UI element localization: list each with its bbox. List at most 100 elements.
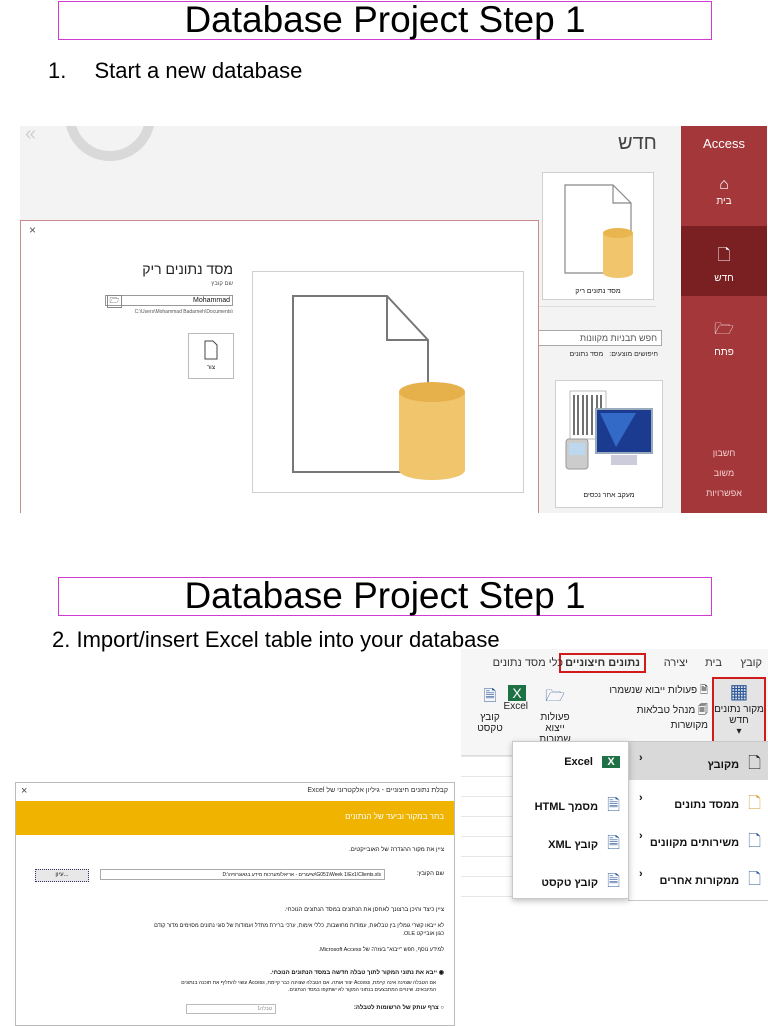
saved-exports-label: פעולות ייצוא שמורות — [539, 712, 571, 745]
submenu-html[interactable]: 🗎 מסמך HTML — [535, 794, 620, 821]
wizard-close-button[interactable]: × — [21, 785, 28, 797]
tab-home[interactable]: בית — [705, 657, 722, 669]
file-name-label: שם קובץ — [211, 281, 233, 287]
file-path: C:\Users\Mohammad Badarneh\Documents\ — [134, 309, 233, 315]
new-data-source-label: מקור נתונים חדש — [714, 704, 764, 726]
slide2-step: 2. Import/insert Excel table into your d… — [52, 627, 500, 652]
saved-imports-icon: 🗎 — [699, 685, 708, 696]
tab-database-tools[interactable]: כלי מסד נתונים — [492, 657, 563, 669]
nav-home[interactable]: ⌂ בית — [681, 176, 767, 207]
blank-database-dialog: × מסד נתונים ריק שם קובץ Mohammad 🗁 C:\U… — [20, 220, 539, 513]
export-text-label: קובץ טקסט — [477, 712, 503, 734]
dialog-title: מסד נתונים ריק — [142, 261, 233, 277]
blank-database-tile[interactable]: מסד נתונים ריק — [542, 172, 654, 300]
slide1-step: 1. Start a new database — [48, 58, 303, 83]
menu-item-from-file[interactable]: 🗋 מקובץ ‹ — [637, 752, 761, 779]
table-add-icon: ▦ — [729, 681, 749, 703]
export-text-button[interactable]: 🗎 קובץ טקסט — [476, 685, 504, 734]
new-file-icon: 🗋 — [717, 247, 731, 264]
folder-icon: 🗁 — [109, 296, 120, 305]
divider — [538, 306, 656, 307]
create-button[interactable]: צור — [188, 333, 234, 379]
wizard-browse-button[interactable]: עיון... — [35, 869, 89, 882]
submenu-excel[interactable]: X Excel — [564, 756, 620, 768]
menu-item-online-services-label: משירותים מקוונים — [649, 837, 740, 849]
linked-table-manager-label: מנהל טבלאות מקושרות — [636, 705, 708, 731]
wizard-header-band: בחר במקור וביעד של הנתונים — [16, 801, 454, 835]
export-excel-label: Excel — [503, 701, 528, 712]
wizard-option1-desc-1: אם הטבלה שצוינה אינה קיימת, Access יצור … — [181, 980, 436, 986]
submenu-text-file-label: קובץ טקסט — [541, 877, 599, 889]
chevron-down-icon: ▾ — [736, 726, 742, 737]
export-excel-button[interactable]: X Excel — [503, 685, 528, 712]
folder-open-icon: 🗁 — [714, 321, 734, 338]
nav-account[interactable]: חשבון — [712, 448, 736, 458]
template-search-input[interactable]: חפש תבניות מקוונות — [536, 330, 662, 346]
chevron-left-icon: ‹ — [639, 830, 643, 842]
slide2-title: Database Project Step 1 — [58, 577, 712, 616]
nav-open[interactable]: 🗁 פתח — [681, 318, 767, 358]
asset-tracking-image — [565, 390, 653, 470]
export-icon: 🗁 — [545, 688, 565, 705]
dialog-close-button[interactable]: × — [29, 223, 37, 237]
linked-table-icon: 🗐 — [698, 705, 708, 716]
menu-item-other-sources[interactable]: 🗋 ממקורות אחרים ‹ — [637, 868, 761, 895]
wizard-append-table-select[interactable]: טבלה1 — [186, 1004, 276, 1014]
file-name-input[interactable]: Mohammad — [105, 295, 233, 306]
wizard-specify-where: ציין כיצד והיכן ברצונך לאחסן את הנתונים … — [284, 907, 444, 913]
tab-file[interactable]: קובץ — [740, 657, 762, 669]
create-label: צור — [206, 365, 216, 371]
other-source-icon: 🗋 — [748, 871, 761, 888]
submenu-xml[interactable]: 🗎 קובץ XML — [548, 832, 620, 859]
chevron-left-icon: ‹ — [639, 792, 643, 804]
database-icon: 🗋 — [748, 795, 761, 812]
wizard-option-append[interactable]: ○ צרף עותק של הרשומות לטבלה: — [354, 1005, 444, 1011]
submenu-excel-label: Excel — [564, 756, 593, 768]
nav-open-label: פתח — [714, 347, 734, 358]
menu-highlight — [629, 742, 768, 780]
wizard-option-new-table-label: ייבא את נתוני המקור לתוך טבלה חדשה במסד … — [270, 970, 438, 976]
access-backstage-screenshot: « Access ⌂ בית 🗋 חדש 🗁 פתח חשבון משוב אפ… — [20, 126, 767, 513]
menu-item-other-sources-label: ממקורות אחרים — [659, 875, 740, 887]
asset-tracking-template[interactable]: מעקב אחר נכסים — [555, 380, 663, 508]
wizard-specify-source: ציין את מקור ההגדרה של האובייקטים. — [349, 847, 444, 853]
blank-database-icon — [564, 184, 633, 278]
import-excel-wizard: × קבלת נתונים חיצוניים - גיליון אלקטרוני… — [15, 782, 455, 1026]
wizard-file-input[interactable]: D:\שיעורים - אריאל\מערכות מידע בגאוגרפיה… — [100, 869, 385, 880]
file-icon: 🗋 — [748, 755, 761, 772]
radio-unselected[interactable]: ○ — [440, 1005, 444, 1011]
text-file-icon: 🗎 — [607, 873, 620, 890]
radio-selected[interactable]: ◉ — [438, 970, 444, 976]
linked-table-manager-button[interactable]: 🗐 מנהל טבלאות מקושרות — [598, 703, 708, 731]
access-ribbon: קובץ בית יצירה נתונים חיצוניים כלי מסד נ… — [461, 649, 768, 756]
wizard-file-label: שם הקובץ: — [416, 871, 444, 877]
chevron-left-icon: ‹ — [639, 752, 643, 764]
wizard-option-new-table[interactable]: ◉ ייבא את נתוני המקור לתוך טבלה חדשה במס… — [270, 969, 444, 976]
menu-item-from-database[interactable]: 🗋 ממסד נתונים ‹ — [637, 792, 761, 819]
globe-icon: 🗋 — [748, 833, 761, 850]
new-data-source-button[interactable]: ▦ מקור נתונים חדש ▾ — [712, 677, 766, 751]
watermark-graphic: « — [25, 126, 154, 161]
slide1-title: Database Project Step 1 — [58, 1, 712, 40]
nav-home-label: בית — [716, 196, 732, 207]
tab-create[interactable]: יצירה — [663, 657, 688, 669]
suggested-label: חיפושים מוצעים: — [609, 351, 658, 358]
nav-new[interactable]: 🗋 חדש — [681, 226, 767, 296]
suggested-link[interactable]: מסד נתונים — [569, 351, 604, 358]
chevron-left-icon: ‹ — [639, 868, 643, 880]
submenu-text-file[interactable]: 🗎 קובץ טקסט — [541, 870, 620, 897]
excel-icon: X — [602, 756, 620, 768]
saved-imports-button[interactable]: 🗎 פעולות ייבוא שנשמרו — [598, 683, 708, 700]
nav-feedback[interactable]: משוב — [713, 468, 735, 478]
wizard-note-1: לא ייבאו קשרי גומלין בין טבלאות, עמודות … — [154, 923, 444, 929]
browse-folder-button[interactable]: 🗁 — [107, 295, 122, 308]
tab-external-data[interactable]: נתונים חיצוניים — [559, 653, 646, 673]
nav-new-label: חדש — [714, 273, 734, 284]
saved-exports-button[interactable]: 🗁 פעולות ייצוא שמורות — [532, 685, 578, 745]
nav-options[interactable]: אפשרויות — [706, 488, 742, 498]
data-source-menu: 🗋 מקובץ ‹ 🗋 ממסד נתונים ‹ 🗋 משירותים מקו… — [628, 741, 768, 901]
access-brand: Access — [703, 136, 745, 151]
backstage-heading: חדש — [618, 132, 657, 154]
blank-database-caption: מסד נתונים ריק — [575, 288, 621, 295]
menu-item-online-services[interactable]: 🗋 משירותים מקוונים ‹ — [637, 830, 761, 857]
